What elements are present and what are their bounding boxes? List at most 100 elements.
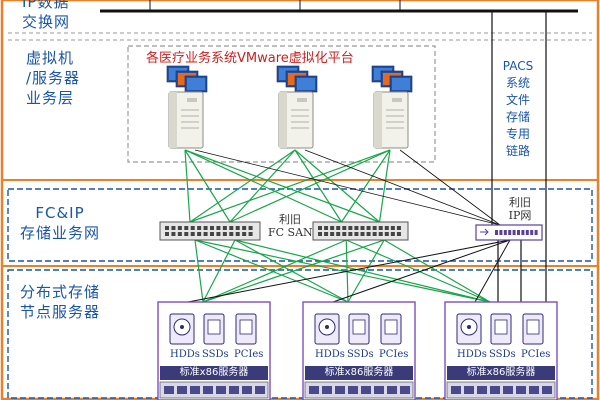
rack-drive-slot (322, 386, 332, 394)
fc-switch-port (190, 226, 195, 230)
rack-drive-slot (309, 386, 319, 394)
fc-switch-port (390, 232, 395, 236)
ip-link-line (304, 149, 501, 226)
fc-link-line (194, 239, 204, 303)
fc-switch-port (222, 232, 227, 236)
fc-switch-port (235, 226, 240, 230)
rack-drive-slot (348, 386, 358, 394)
fc-link-line (202, 239, 347, 303)
fc-switch-port (366, 232, 371, 236)
fc-switch-port (354, 226, 359, 230)
fc-switch-port (318, 226, 322, 230)
pcies-label: PCIes (234, 349, 264, 360)
hdd-spindle (180, 325, 184, 329)
fc-switch-port (360, 226, 365, 230)
fc-link-line (189, 149, 296, 223)
ssds-label: SSDs (489, 349, 516, 360)
ip-link-line (399, 149, 501, 226)
ip-switch-port (508, 230, 512, 235)
hdds-label: HDDs (457, 349, 487, 360)
server-icon (166, 65, 208, 149)
rack-drive-slot (529, 386, 539, 394)
rack-drive-slot (464, 386, 474, 394)
rack-drive-slot (190, 386, 200, 394)
storage-node (157, 301, 271, 400)
fc-switch-port (235, 232, 240, 236)
ip-switch-port (517, 230, 520, 235)
fc-link-line (189, 149, 391, 223)
server-drive-bay (392, 98, 402, 102)
fc-switch-port (229, 226, 234, 230)
fc-switch-port (384, 226, 389, 230)
ssds-label: SSDs (202, 349, 229, 360)
ip-switch-port (495, 230, 498, 235)
fc-switch-port (203, 232, 208, 236)
fc-switch-body (312, 221, 409, 241)
fc-switch-port (248, 232, 253, 236)
fc-link-line (202, 239, 236, 303)
fc-switch-port (336, 226, 341, 230)
server-icon (371, 65, 413, 149)
server-drive-bay (297, 98, 307, 102)
fc-switch-port (210, 226, 214, 230)
fc-link-line (294, 149, 343, 223)
links-layer (184, 149, 511, 303)
fc-switch-port (184, 232, 189, 236)
monitor-screen (297, 78, 315, 90)
rack-drive-slot (335, 386, 345, 394)
pcie-chip (526, 319, 540, 335)
fc-link-line (184, 149, 191, 223)
platform-title: 各医疗业务系统VMware虚拟化平台 (146, 51, 354, 66)
fc-link-line (378, 149, 391, 223)
hdd-spindle (467, 325, 471, 329)
fc-switch-port (216, 226, 221, 230)
fc-switch-port (330, 232, 335, 236)
fc-switch-port (242, 226, 247, 230)
server-side-panel (374, 92, 382, 148)
storage-node (444, 301, 558, 400)
fc-switch-port (229, 232, 234, 236)
fc-switch-port (165, 232, 169, 236)
rack-drive-slot (164, 386, 174, 394)
fc-switch-port (177, 232, 182, 236)
rack-drive-slot (255, 386, 265, 394)
fc-switch-port (366, 226, 371, 230)
fc-switch-port (330, 226, 335, 230)
rack-drive-slot (387, 386, 397, 394)
rack-drive-slot (229, 386, 239, 394)
vm-platform-box (127, 45, 436, 163)
fc-switch-port (171, 226, 176, 230)
devices-layer (157, 65, 558, 400)
fc-switch-port (177, 226, 182, 230)
fc-switch-port (372, 232, 377, 236)
arrow-icon (480, 228, 489, 236)
fc-link-line (341, 149, 391, 223)
fc-switch-port (318, 232, 322, 236)
rack-drive-slot (216, 386, 226, 394)
pcie-chip (239, 319, 253, 335)
rack-drive-slot (503, 386, 513, 394)
hdd-spindle (325, 325, 329, 329)
fc-switch-port (203, 226, 208, 230)
ip-link-line (474, 239, 511, 303)
server-label: 标准x86服务器 (179, 367, 249, 378)
fc-switch-port (190, 232, 195, 236)
rack-drive-slot (242, 386, 252, 394)
rack-drive-slot (374, 386, 384, 394)
pcies-label: PCIes (379, 349, 409, 360)
fc-switch-port (222, 226, 227, 230)
fc-switch-port (396, 232, 401, 236)
fc-switch-port (342, 226, 347, 230)
fcip-layer-box (7, 188, 593, 262)
rack-drive-slot (451, 386, 461, 394)
fc-switch-port (348, 232, 353, 236)
fc-switch-port (197, 226, 202, 230)
rack-drive-slot (490, 386, 500, 394)
fc-switch-port (372, 226, 377, 230)
pcies-label: PCIes (521, 349, 551, 360)
ssds-label: SSDs (347, 349, 374, 360)
fc-switch-port (184, 226, 189, 230)
